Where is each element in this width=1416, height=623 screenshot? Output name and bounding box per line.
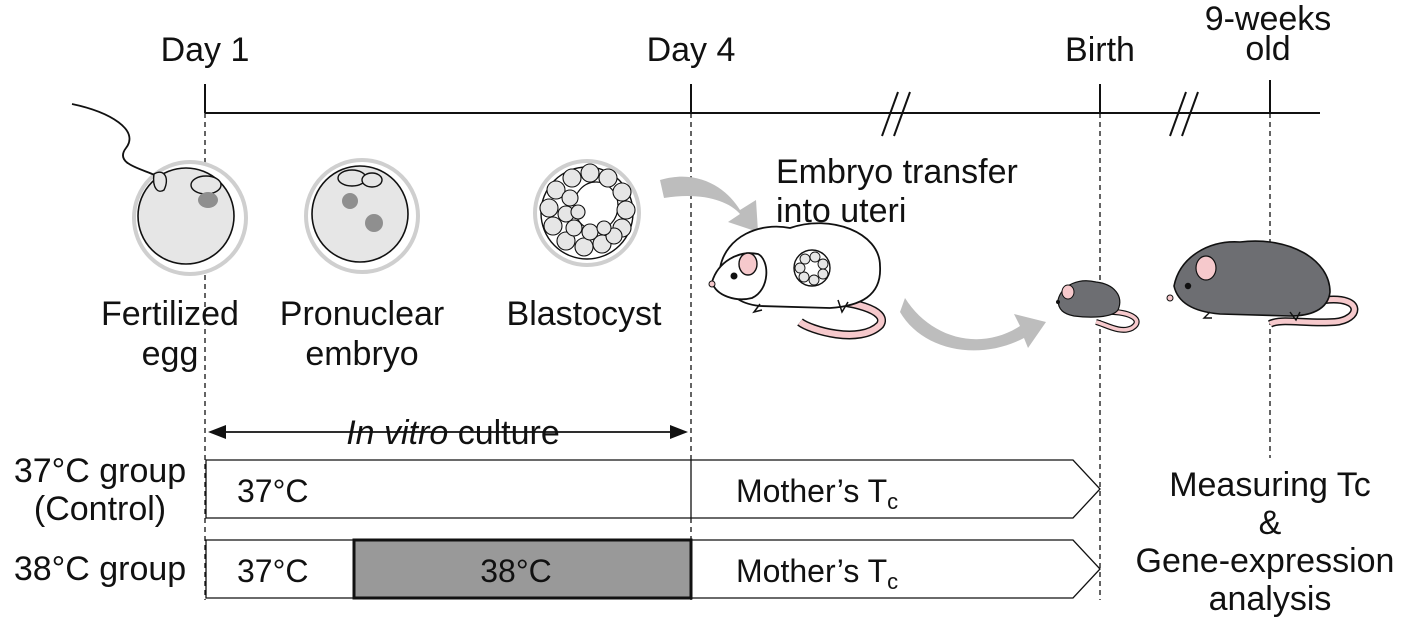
label-blastocyst: Blastocyst: [507, 295, 662, 333]
label-treated-group: 38°C group: [14, 550, 186, 588]
label-embryo-transfer: Embryo transfer: [776, 153, 1018, 191]
control-mother-tc-main: Mother’s T: [736, 473, 887, 509]
mother-mouse-icon: [708, 222, 886, 340]
pup-mouse-icon: [1056, 280, 1140, 333]
label-into-uteri: into uteri: [776, 192, 906, 230]
treated-mother-tc: Mother’s Tc: [736, 553, 898, 594]
fertilized-egg-icon: [71, 103, 248, 276]
label-nine-weeks-old: old: [1245, 30, 1290, 68]
label-fertilized: Fertilized: [101, 295, 239, 333]
label-measuring-tc: Measuring Tc: [1169, 466, 1371, 504]
label-in-vitro-culture: In vitro culture: [346, 414, 560, 452]
control-mother-tc: Mother’s Tc: [736, 473, 898, 514]
blastocyst-icon: [533, 159, 641, 267]
label-in-vitro: In vitro: [346, 414, 448, 452]
transfer-arrow-icon: [660, 176, 758, 232]
heat-exposure-segment: [352, 538, 693, 600]
treated-mother-tc-main: Mother’s T: [736, 553, 887, 589]
treated-temp-38: 38°C: [480, 553, 552, 589]
label-embryo: embryo: [305, 335, 418, 373]
control-mother-tc-sub: c: [887, 489, 898, 514]
label-analysis: analysis: [1209, 580, 1332, 618]
label-egg: egg: [142, 335, 199, 373]
control-temp-37: 37°C: [237, 473, 309, 509]
label-day4: Day 4: [647, 31, 736, 69]
label-control: (Control): [34, 490, 166, 528]
treated-bar: [205, 538, 1101, 600]
pronuclear-embryo-icon: [304, 158, 420, 274]
treated-temp-37: 37°C: [237, 553, 309, 589]
label-control-group: 37°C group: [14, 452, 186, 490]
birth-arrow-icon: [900, 298, 1046, 351]
label-day1: Day 1: [161, 31, 250, 69]
label-culture: culture: [448, 414, 560, 452]
adult-mouse-icon: [1166, 240, 1359, 328]
label-ampersand: &: [1259, 504, 1282, 542]
treated-mother-tc-sub: c: [887, 569, 898, 594]
timeline-axis: [204, 80, 1320, 137]
label-pronuclear: Pronuclear: [280, 295, 444, 333]
control-bar: [205, 459, 1101, 519]
label-birth: Birth: [1065, 31, 1135, 69]
label-gene-expression: Gene-expression: [1136, 542, 1395, 580]
culture-double-arrow: [208, 425, 688, 439]
label-nine-weeks: 9-weeks: [1205, 0, 1332, 38]
